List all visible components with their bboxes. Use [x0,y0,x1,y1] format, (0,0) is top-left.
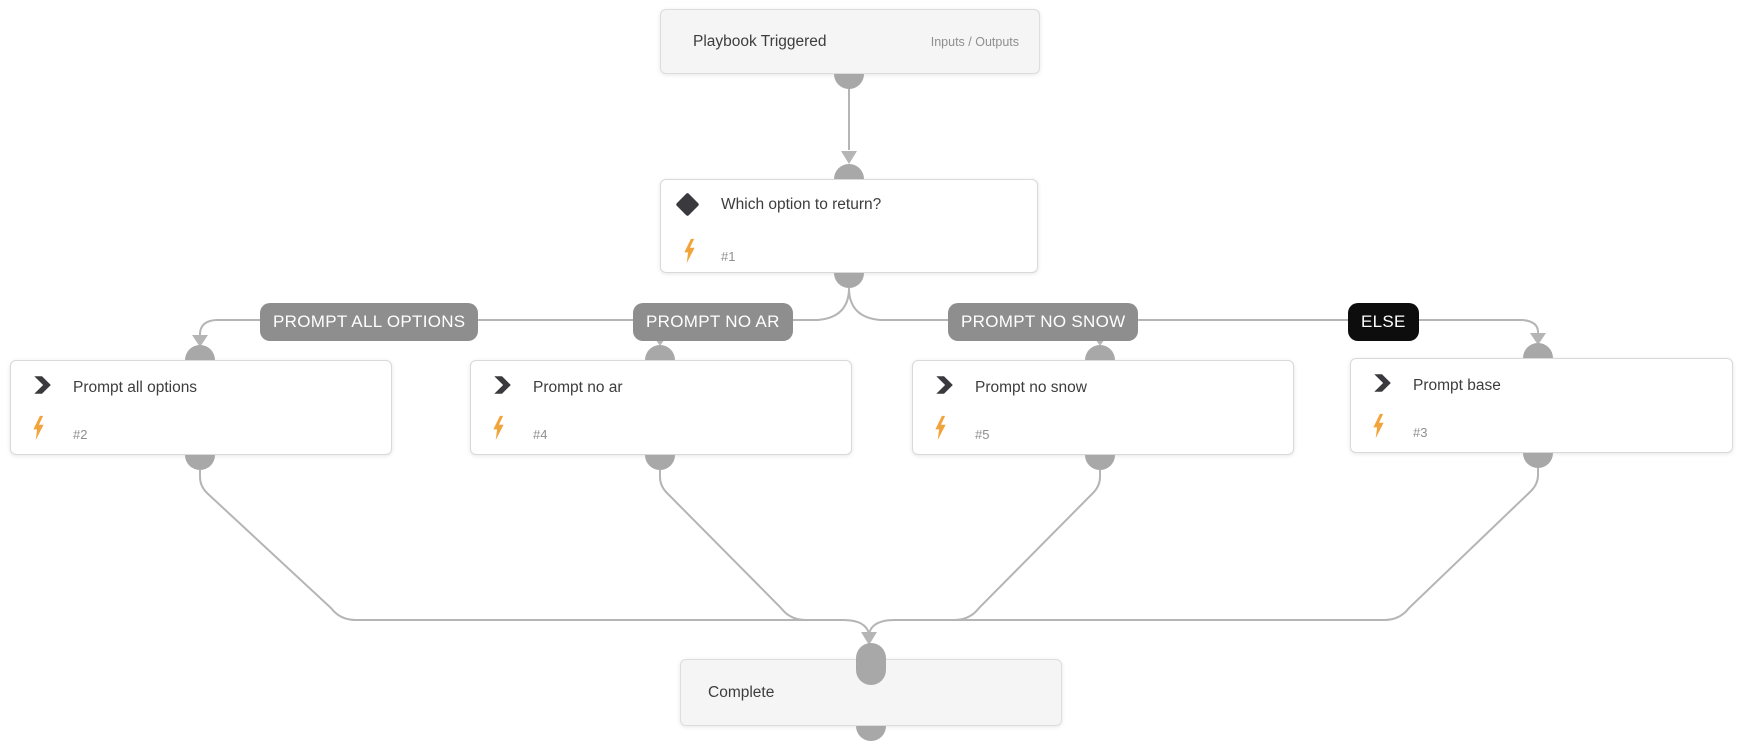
node-title: Complete [708,683,775,701]
node-ref: #3 [1413,425,1428,440]
connector-port[interactable] [185,345,215,360]
node-prompt-no-snow[interactable]: Prompt no snow #5 [912,360,1294,455]
branch-label-prompt-all-options[interactable]: PROMPT ALL OPTIONS [260,303,479,341]
lightning-icon [493,415,504,441]
connector-port[interactable] [834,164,864,179]
prompt-chevron-icon [936,376,953,394]
connector-port[interactable] [1523,453,1553,468]
connector-port[interactable] [1085,455,1115,470]
node-ref: #4 [533,427,548,442]
node-ref: #5 [975,427,990,442]
node-title: Playbook Triggered [693,32,827,50]
node-prompt-no-ar[interactable]: Prompt no ar #4 [470,360,852,455]
node-playbook-triggered[interactable]: Playbook Triggered Inputs / Outputs [660,9,1040,74]
connector-port[interactable] [1523,343,1553,358]
lightning-icon [684,238,695,264]
connector-port[interactable] [856,643,886,685]
lightning-icon [935,415,946,441]
node-title: Prompt no ar [533,379,623,396]
branch-label-prompt-no-snow[interactable]: PROMPT NO SNOW [948,303,1139,341]
connector-port[interactable] [645,455,675,470]
node-ref: #2 [73,427,88,442]
connector-port[interactable] [834,74,864,89]
node-prompt-all-options[interactable]: Prompt all options #2 [10,360,392,455]
node-title: Prompt base [1413,377,1501,394]
connector-port[interactable] [1085,345,1115,360]
connector-port[interactable] [834,273,864,288]
node-decision-which-option[interactable]: Which option to return? #1 [660,179,1038,273]
prompt-chevron-icon [1374,374,1391,392]
node-title: Which option to return? [721,196,882,213]
arrowhead-into-prompt-base [1530,333,1546,345]
arrowhead-into-complete [861,632,877,645]
lightning-icon [33,415,44,441]
connector-port[interactable] [185,455,215,470]
arrowhead-into-prompt-all-options [192,335,208,347]
arrowhead-into-decision [841,151,857,164]
connector-port[interactable] [856,726,886,741]
prompt-chevron-icon [494,376,511,394]
branch-label-prompt-no-ar[interactable]: PROMPT NO AR [633,303,793,341]
lightning-icon [1373,413,1384,439]
decision-diamond-icon [675,192,701,218]
node-ref: #1 [721,249,736,264]
inputs-outputs-link[interactable]: Inputs / Outputs [930,34,1019,49]
connector-port[interactable] [645,345,675,360]
branch-label-else[interactable]: ELSE [1348,303,1419,341]
node-title: Prompt all options [73,379,198,396]
node-prompt-base[interactable]: Prompt base #3 [1350,358,1733,453]
node-title: Prompt no snow [975,379,1087,396]
prompt-chevron-icon [34,376,51,394]
